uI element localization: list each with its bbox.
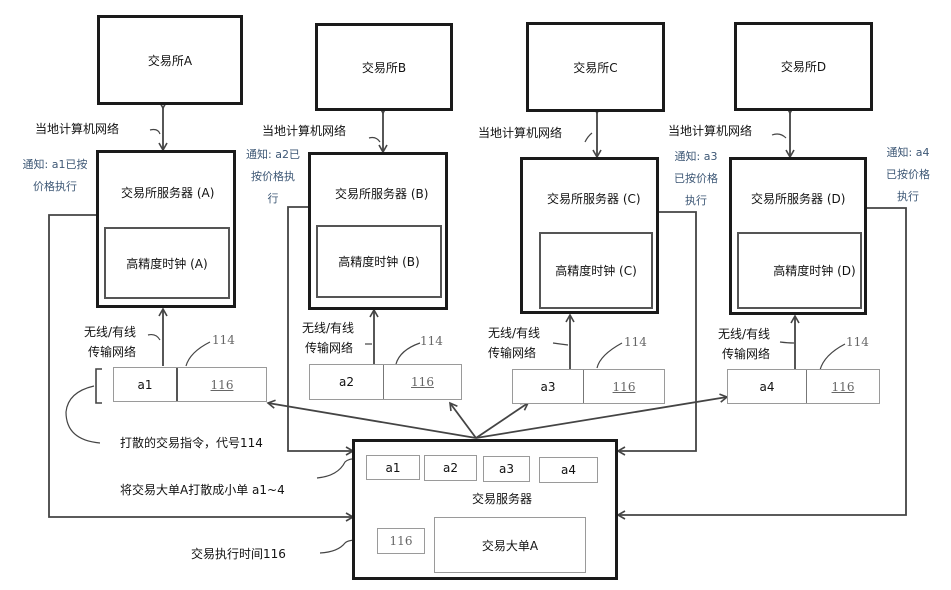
transport-label-c: 无线/有线传输网络 xyxy=(488,326,541,360)
network-label-b: 当地计算机网络 xyxy=(262,124,347,138)
clock-c: 高精度时钟 (C) xyxy=(539,232,653,309)
order-instruction-a2: a2 116 xyxy=(309,364,462,400)
exchange-d: 交易所D xyxy=(734,22,873,111)
exchange-a-label: 交易所A xyxy=(147,53,193,68)
exchange-server-a: 交易所服务器 (A) 高精度时钟 (A) xyxy=(96,150,236,308)
exchange-c-label: 交易所C xyxy=(573,60,618,75)
fan-to-a1 xyxy=(266,399,477,439)
ref-114-d: 114 xyxy=(846,335,869,349)
network-label-a: 当地计算机网络 xyxy=(35,122,120,136)
trade-server-order-a3: a3 xyxy=(483,456,530,482)
ref-116-b: 116 xyxy=(411,375,434,389)
ref-114-b: 114 xyxy=(420,334,443,348)
exchange-c: 交易所C xyxy=(526,22,665,112)
ref-114-c: 114 xyxy=(624,335,647,349)
exchange-server-c-label: 交易所服务器 (C) xyxy=(547,192,641,206)
trade-server-time-ref: 116 xyxy=(377,528,425,554)
order-instruction-a4: a4 116 xyxy=(727,369,880,404)
annotation-execution-time: 交易执行时间116 xyxy=(191,547,286,561)
exchange-server-b-label: 交易所服务器 (B) xyxy=(335,187,429,201)
order-instruction-a3: a3 116 xyxy=(512,369,665,404)
ref-116-d: 116 xyxy=(831,379,855,394)
trade-server: a1 a2 a3 a4 交易服务器 116 交易大单A xyxy=(352,439,618,580)
ref-116-c: 116 xyxy=(612,379,636,394)
ref-116-a: 116 xyxy=(210,377,234,392)
clock-d: 高精度时钟 (D) xyxy=(737,232,862,309)
exchange-server-d-label: 交易所服务器 (D) xyxy=(751,192,846,206)
notify-b-return xyxy=(287,206,355,456)
big-order-a: 交易大单A xyxy=(434,517,586,573)
exchange-server-a-label: 交易所服务器 (A) xyxy=(121,186,215,200)
fan-to-a3 xyxy=(475,402,530,439)
transport-label-b: 无线/有线传输网络 xyxy=(302,321,355,355)
transport-label-a: 无线/有线传输网络 xyxy=(84,325,137,359)
trade-server-order-a1: a1 xyxy=(366,455,420,480)
exchange-b-label: 交易所B xyxy=(361,60,407,75)
ref-114-a: 114 xyxy=(212,333,235,347)
notice-c: 通知: a3 已按价格 执行 xyxy=(674,150,718,207)
trade-server-order-a2: a2 xyxy=(424,455,477,481)
exchange-server-c: 交易所服务器 (C) 高精度时钟 (C) xyxy=(520,157,659,314)
clock-a: 高精度时钟 (A) xyxy=(104,227,230,299)
trade-server-order-a4: a4 xyxy=(539,457,598,483)
order-instruction-a1: a1 116 xyxy=(113,367,267,402)
network-label-d: 当地计算机网络 xyxy=(668,124,753,138)
exchange-a: 交易所A xyxy=(97,15,243,105)
exchange-server-b: 交易所服务器 (B) 高精度时钟 (B) xyxy=(308,152,448,310)
notice-b: 通知: a2已 按价格执 行 xyxy=(246,148,300,205)
fan-to-a2 xyxy=(449,401,477,439)
annotation-split-instructions: 打散的交易指令，代号114 xyxy=(120,436,263,450)
network-label-c: 当地计算机网络 xyxy=(478,126,563,140)
exchange-b: 交易所B xyxy=(315,23,453,111)
exchange-d-label: 交易所D xyxy=(780,60,827,74)
notify-a-return xyxy=(48,214,355,522)
trade-server-title: 交易服务器 xyxy=(472,492,533,506)
notice-d: 通知: a4 已按价格 执行 xyxy=(886,146,930,203)
notify-c-return xyxy=(616,211,697,456)
transport-label-d: 无线/有线传输网络 xyxy=(718,327,771,361)
fan-to-a4 xyxy=(475,393,729,439)
exchange-server-d: 交易所服务器 (D) 高精度时钟 (D) xyxy=(729,157,867,315)
annotation-split-big-order: 将交易大单A打散成小单 a1~4 xyxy=(120,483,285,497)
clock-b: 高精度时钟 (B) xyxy=(316,225,442,298)
notice-a: 通知: a1已按 价格执行 xyxy=(22,158,88,193)
notify-d-return xyxy=(616,207,907,520)
